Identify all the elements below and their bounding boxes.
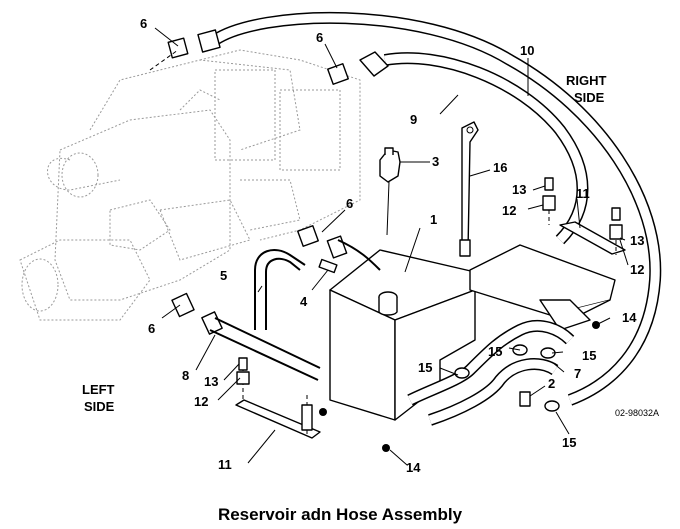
figure-caption: Reservoir adn Hose Assembly [217,505,463,524]
callout-13: 13 [630,233,644,248]
fitting-2 [519,391,531,407]
hose-8 [209,317,321,381]
side-labels: RIGHT SIDE LEFT SIDE [82,73,607,414]
bracket-11-right [469,221,626,331]
figure-code: 02-98032A [615,408,659,418]
callout-11: 11 [218,457,232,472]
hose-5 [254,249,306,330]
left-side-label-line1: LEFT [82,382,115,397]
callout-6: 6 [316,30,323,45]
callout-labels: 6 6 10 9 3 16 13 11 12 1 6 13 12 5 4 6 1… [140,16,644,475]
callout-10: 10 [520,43,534,58]
fitting-4 [318,258,338,274]
callout-4: 4 [300,294,308,309]
bracket-11-left [235,360,390,452]
callout-11: 11 [576,186,590,201]
callout-14: 14 [406,460,421,475]
bolt-13-right-a [542,177,556,225]
right-side-label-line2: SIDE [574,90,605,105]
hose-7 [407,319,575,426]
nut-14-right [592,321,600,329]
callout-6: 6 [140,16,147,31]
callout-13: 13 [204,374,218,389]
fitting-6-top [149,29,221,71]
callout-3: 3 [432,154,439,169]
callout-6: 6 [148,321,155,336]
reservoir-tank [329,249,476,421]
fitting-6-middle [327,51,389,85]
callout-6: 6 [346,196,353,211]
bolt-13-left [236,357,250,385]
leader-lines [154,27,629,466]
callout-12: 12 [194,394,208,409]
hose-10 [211,11,662,406]
hose-9 [383,52,589,245]
left-side-label-line2: SIDE [84,399,115,414]
callout-9: 9 [410,112,417,127]
callout-8: 8 [182,368,189,383]
callout-16: 16 [493,160,507,175]
strap-16 [459,121,479,257]
callout-13: 13 [512,182,526,197]
callout-15: 15 [582,348,596,363]
callout-14: 14 [622,310,637,325]
callout-12: 12 [630,262,644,277]
callout-15: 15 [488,344,502,359]
hose-clamps-15 [454,344,560,412]
callout-5: 5 [220,268,227,283]
callout-12: 12 [502,203,516,218]
callout-7: 7 [574,366,581,381]
fitting-6-lower [171,292,223,335]
fitting-6-left [297,225,381,271]
dipstick-cap [379,147,401,236]
bolt-13-right-b [609,207,623,255]
callout-2: 2 [548,376,555,391]
exploded-assembly-diagram: 6 6 10 9 3 16 13 11 12 1 6 13 12 5 4 6 1… [19,11,662,475]
callout-15: 15 [418,360,432,375]
right-side-label-line1: RIGHT [566,73,607,88]
callout-1: 1 [430,212,437,227]
callout-15: 15 [562,435,576,450]
pump-assembly-ghost [19,49,361,321]
